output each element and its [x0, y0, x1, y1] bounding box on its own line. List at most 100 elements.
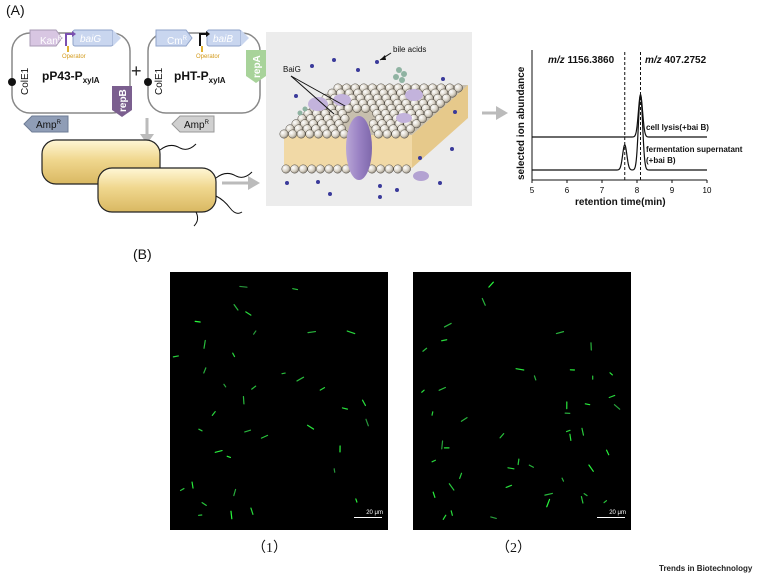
plasmid1-gene-kan: KanR	[40, 36, 63, 47]
fluorescent-cell	[214, 449, 223, 453]
fluorescent-cell	[251, 385, 257, 390]
fluorescent-cell	[565, 429, 571, 433]
x-tick-label: 6	[565, 186, 570, 195]
plus-sign: +	[131, 61, 142, 81]
fluorescent-cell	[365, 418, 369, 427]
bile-acid-dot	[310, 64, 314, 68]
fluorescent-cell	[333, 468, 336, 473]
scale-bar-1-label: 20 μm	[366, 510, 383, 516]
lipid-head	[423, 109, 433, 119]
panel-b-label: (B)	[133, 246, 152, 262]
microscopy-image-1: 20 μm	[170, 272, 388, 530]
plasmid1-name: pP43-PxylA	[42, 69, 100, 85]
fluorescent-cell	[233, 304, 239, 311]
fluorescent-cell	[226, 455, 232, 459]
fluorescent-cell	[355, 498, 358, 503]
fluorescent-cell	[544, 492, 553, 496]
lipid-head	[307, 164, 317, 174]
fluorescent-cell	[555, 331, 565, 335]
lipid-head	[411, 119, 421, 129]
x-tick-label: 5	[530, 186, 535, 195]
fluorescent-cell	[211, 411, 216, 416]
lipid-head	[322, 129, 332, 139]
fluorescent-cell	[608, 394, 616, 399]
lipid-head	[296, 129, 306, 139]
fluorescent-cell	[443, 322, 452, 328]
fluorescent-cell	[244, 429, 252, 433]
lipid-head	[441, 93, 451, 103]
bile-acid-dot	[285, 181, 289, 185]
plasmid-2	[144, 29, 266, 133]
lipid-head	[315, 164, 325, 174]
origin-dot-icon	[144, 78, 152, 86]
origin-dot-icon	[8, 78, 16, 86]
trace2-label-line1: fermentation supernatant	[646, 145, 743, 154]
lipid-head	[429, 103, 439, 113]
fluorescent-cell	[515, 368, 525, 371]
lipid-head	[382, 129, 392, 139]
image-2-caption: （2）	[496, 541, 531, 556]
fluorescent-cell	[488, 281, 494, 288]
fluorescent-cell	[460, 417, 468, 422]
lipid-head	[279, 129, 289, 139]
lipid-head	[288, 129, 298, 139]
lipid-head	[352, 103, 362, 113]
fluorescent-cell	[442, 514, 447, 520]
fluorescent-cell	[307, 330, 317, 334]
chrom-series-line	[532, 92, 707, 171]
fluorescent-cell	[421, 389, 425, 393]
bile-acid-dots	[285, 58, 457, 199]
lipid-head	[290, 164, 300, 174]
fluorescent-cell	[239, 285, 248, 288]
image-1-caption: （1）	[252, 541, 287, 556]
lipid-head	[331, 129, 341, 139]
lipid-head	[281, 164, 291, 174]
fluorescent-cell	[533, 375, 537, 381]
fluorescent-cell	[346, 330, 356, 335]
chrom-xlabel: retention time(min)	[575, 197, 666, 208]
fluorescent-cell	[481, 297, 486, 306]
fluorescent-cell	[431, 459, 436, 463]
fluorescent-cell	[441, 339, 448, 342]
fluorescent-cell	[517, 458, 520, 466]
plasmid2-amp: AmpR	[184, 120, 210, 131]
fluorescent-cell	[581, 427, 585, 436]
fluorescent-cell	[432, 491, 436, 498]
fluorescent-cell	[580, 495, 584, 504]
chrom-series-line	[532, 93, 707, 138]
lipid-head	[333, 164, 343, 174]
lipid-head	[405, 124, 415, 134]
fluorescent-cell	[191, 481, 194, 489]
microscopy-image-2: 20 μm	[413, 272, 631, 530]
lipid-head	[384, 164, 394, 174]
fluorescent-cell	[296, 376, 305, 382]
lipid-head	[399, 129, 409, 139]
fluorescent-cell	[613, 404, 621, 410]
fluorescent-cell	[233, 488, 237, 497]
fluorescent-cell	[450, 510, 453, 516]
fluorescent-cell	[490, 516, 497, 520]
plasmid2-rep: repA	[252, 55, 263, 78]
fluorescent-cell	[507, 467, 515, 470]
panel-a-label: (A)	[6, 2, 25, 18]
fluorescent-cell	[605, 449, 610, 456]
fluorescent-cell	[438, 386, 446, 391]
fluorescent-cell	[448, 483, 455, 491]
bile-acid-dot	[316, 180, 320, 184]
fluorescent-cell	[203, 367, 207, 374]
lipid-head	[391, 129, 401, 139]
down-arrow-head-icon	[140, 134, 154, 144]
fluorescent-cell	[250, 507, 254, 515]
fluorescent-cell	[546, 498, 551, 508]
fluorescent-cell	[223, 383, 227, 388]
bile-acid-dot	[375, 60, 379, 64]
fluorescent-cell	[194, 320, 201, 323]
plasmid2-ori: ColE1	[154, 67, 165, 95]
membrane-illustration	[266, 32, 472, 206]
fluorescent-cell	[505, 484, 513, 489]
scale-bar-2-label: 20 μm	[609, 510, 626, 516]
fluorescent-cell	[584, 403, 591, 406]
fluorescent-cell	[198, 428, 203, 432]
